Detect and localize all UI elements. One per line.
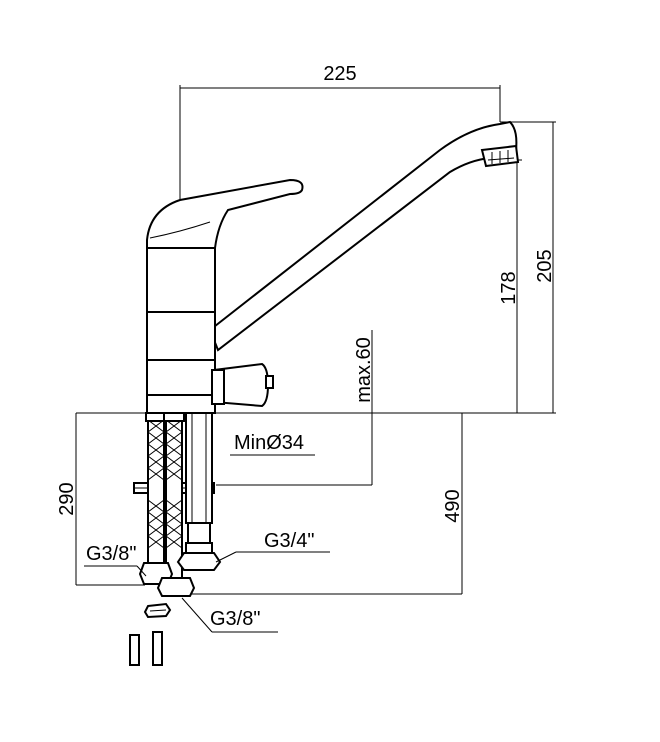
callout-g38-left: G3/8" — [84, 543, 147, 577]
label-225: 225 — [323, 63, 356, 85]
supply-hoses — [133, 412, 222, 597]
label-g38-left: G3/8" — [86, 543, 136, 565]
dimension-spout-reach: 225 — [179, 63, 501, 200]
loose-parts — [129, 602, 172, 666]
callout-g38-bottom: G3/8" — [181, 597, 278, 633]
dimension-heights: 178 205 — [498, 121, 556, 413]
label-min-o34: MinØ34 — [234, 432, 304, 454]
label-490: 490 — [442, 489, 464, 522]
dimension-min-hole: MinØ34 — [230, 432, 315, 456]
label-g34: G3/4" — [264, 530, 314, 552]
label-205: 205 — [534, 249, 556, 282]
label-g38-bottom: G3/8" — [210, 608, 260, 630]
label-290: 290 — [56, 482, 78, 515]
label-max-60: max.60 — [353, 337, 375, 403]
dimension-max-deck: max.60 — [216, 330, 375, 486]
dimension-hose-290: 290 — [56, 413, 145, 586]
label-178: 178 — [498, 271, 520, 304]
lever-handle — [146, 178, 304, 249]
dimension-hose-490: 490 — [190, 413, 464, 595]
faucet-body — [146, 247, 216, 414]
faucet-spout — [208, 120, 520, 352]
diverter-knob — [211, 362, 274, 408]
callout-g34: G3/4" — [215, 530, 330, 563]
